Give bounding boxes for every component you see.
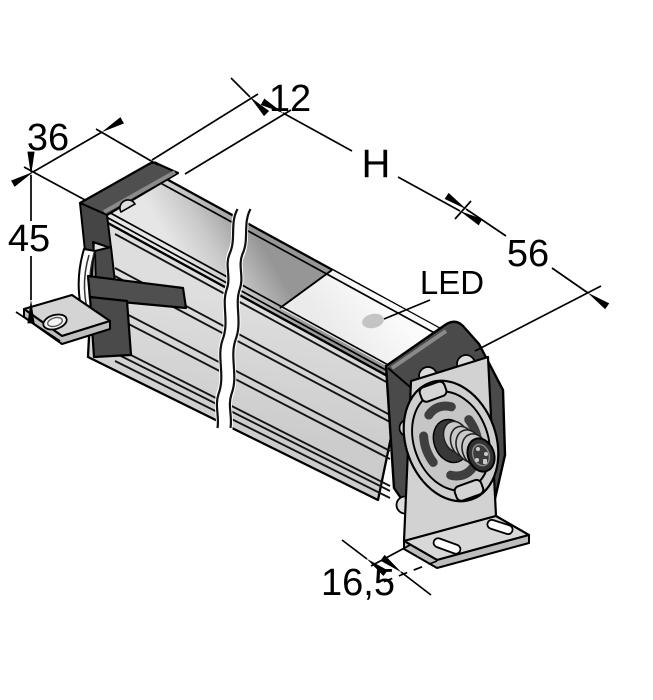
window-boundary-line xyxy=(279,269,333,309)
dimension-16-5: 16,5 xyxy=(321,539,438,604)
chamfer-line-2 xyxy=(93,203,413,379)
clamp-screw-top xyxy=(418,380,448,403)
break-gap xyxy=(214,205,252,430)
clamp-screw-bottom xyxy=(453,478,485,502)
dim-label-56: 56 xyxy=(507,233,549,275)
right-cap-edge-highlight xyxy=(390,329,448,370)
dim-line-seg2 xyxy=(551,267,610,310)
dim-label-h: H xyxy=(362,142,391,186)
led-label: LED xyxy=(420,264,484,301)
dim-label-45: 45 xyxy=(8,218,50,260)
dim-label-12: 12 xyxy=(269,78,311,120)
left-cap-notch xyxy=(119,199,137,214)
ext-line xyxy=(151,93,259,161)
foot-slot-2 xyxy=(486,518,514,536)
dimension-12: 12 xyxy=(151,77,311,175)
dimensions: 36 45 12 H 56 LED xyxy=(8,77,610,604)
dim-line-seg1 xyxy=(444,192,507,237)
ext-line xyxy=(95,128,159,166)
left-foot-hole-inner xyxy=(47,316,63,328)
break-edge-left xyxy=(215,208,239,429)
dim-line xyxy=(10,117,125,187)
dim-label-16-5: 16,5 xyxy=(321,562,395,604)
foot-slot-1 xyxy=(432,537,462,555)
ext-line xyxy=(15,311,61,342)
chamfer-line-1 xyxy=(87,206,407,382)
ext-line xyxy=(474,285,602,352)
junction-tick xyxy=(454,200,472,220)
led-indicator xyxy=(362,313,384,329)
dim-line-seg2 xyxy=(397,176,483,226)
dim-label-36: 36 xyxy=(27,117,69,159)
led-callout: LED xyxy=(383,264,484,320)
arrow-outside-2 xyxy=(380,554,432,596)
connector-pins xyxy=(475,447,488,464)
mounting-bracket-left xyxy=(22,293,112,345)
dimension-56: 56 xyxy=(444,192,610,352)
dimension-45: 45 xyxy=(8,151,61,342)
dimension-h: H xyxy=(260,98,483,226)
ext-line-dashed xyxy=(382,560,438,583)
top-edge-groove xyxy=(143,173,463,349)
dim-line-seg1 xyxy=(260,98,353,152)
leader-line xyxy=(383,299,431,320)
left-cap-edge-highlight xyxy=(103,170,176,214)
arrow-outside-1 xyxy=(341,539,388,577)
break-lines xyxy=(214,205,252,430)
ext-line xyxy=(184,109,292,175)
m12-connector xyxy=(442,420,496,473)
break-edge-right xyxy=(228,208,252,429)
arrow-outside xyxy=(230,77,270,117)
